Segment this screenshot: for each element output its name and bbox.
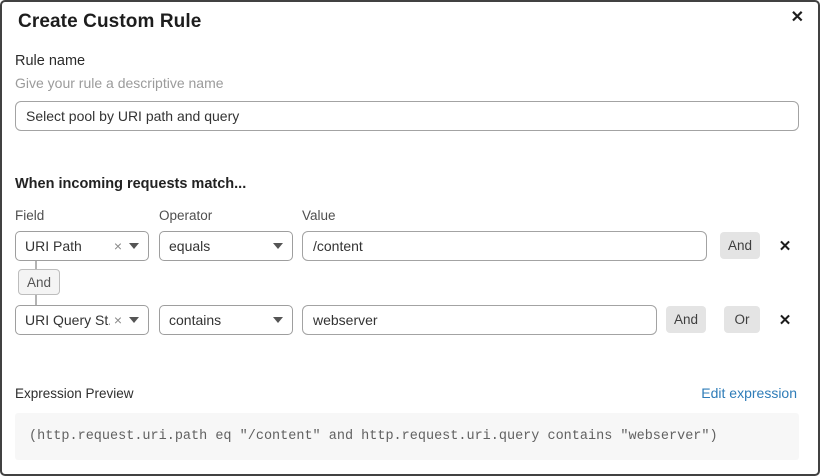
value-input-row2[interactable] — [302, 305, 657, 335]
clear-icon[interactable]: × — [113, 238, 122, 254]
and-button-row1[interactable]: And — [720, 232, 760, 259]
remove-row-icon[interactable]: ✕ — [778, 312, 792, 329]
match-heading: When incoming requests match... — [15, 176, 247, 192]
field-dropdown-row2[interactable]: URI Query St... × — [15, 305, 149, 335]
operator-column-label: Operator — [159, 208, 213, 223]
close-icon[interactable]: ✕ — [790, 9, 804, 26]
chevron-down-icon — [129, 243, 139, 249]
connector-and-badge: And — [18, 269, 60, 295]
edit-expression-link[interactable]: Edit expression — [701, 385, 797, 401]
field-dropdown-row2-value: URI Query St... — [25, 312, 110, 328]
and-button-row2[interactable]: And — [666, 306, 706, 333]
chevron-down-icon — [273, 317, 283, 323]
operator-dropdown-row1-value: equals — [169, 238, 211, 254]
clear-icon[interactable]: × — [113, 312, 122, 328]
operator-dropdown-row1[interactable]: equals — [159, 231, 293, 261]
value-column-label: Value — [302, 208, 336, 223]
dialog-title: Create Custom Rule — [18, 11, 202, 32]
expression-preview-label: Expression Preview — [15, 386, 134, 401]
remove-row-icon[interactable]: ✕ — [778, 238, 792, 255]
operator-dropdown-row2-value: contains — [169, 312, 222, 328]
rule-name-label: Rule name — [15, 53, 86, 69]
connector-line-bottom — [35, 295, 37, 305]
operator-dropdown-row2[interactable]: contains — [159, 305, 293, 335]
expression-preview-code: (http.request.uri.path eq "/content" and… — [15, 413, 799, 460]
field-dropdown-row1[interactable]: URI Path × — [15, 231, 149, 261]
connector-line-top — [35, 261, 37, 269]
rule-name-hint: Give your rule a descriptive name — [15, 75, 224, 91]
or-button-row2[interactable]: Or — [724, 306, 760, 333]
chevron-down-icon — [129, 317, 139, 323]
value-input-row1[interactable] — [302, 231, 707, 261]
field-column-label: Field — [15, 208, 45, 223]
rule-name-input[interactable] — [15, 101, 799, 131]
chevron-down-icon — [273, 243, 283, 249]
field-dropdown-row1-value: URI Path — [25, 238, 82, 254]
